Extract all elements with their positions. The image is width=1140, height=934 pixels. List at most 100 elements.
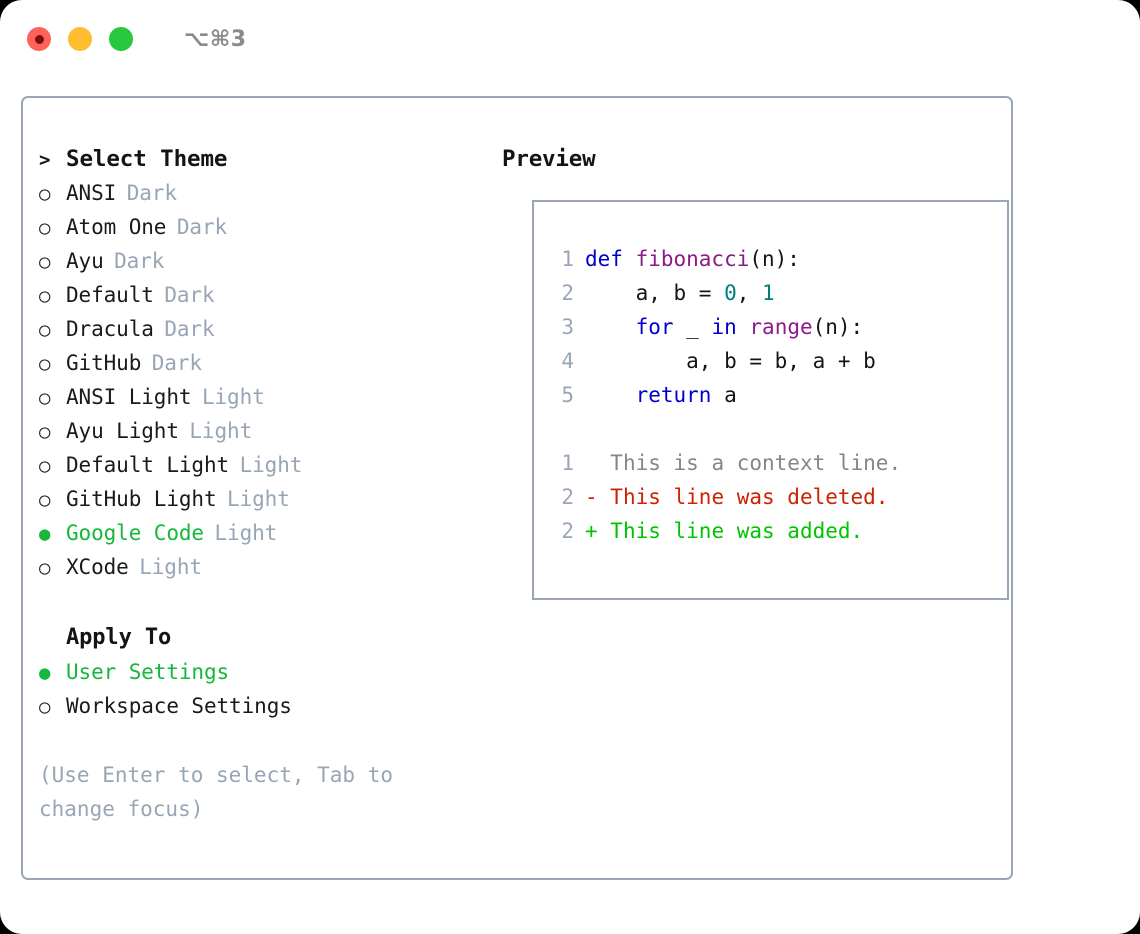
diff-line: 2+ This line was added. bbox=[546, 514, 901, 548]
theme-variant-badge: Light bbox=[189, 419, 253, 443]
line-number: 1 bbox=[561, 247, 574, 271]
preview-title: Preview bbox=[502, 146, 596, 172]
theme-list-item[interactable]: ○ XCode Light bbox=[39, 550, 469, 584]
window-titlebar: ⌥⌘3 bbox=[0, 0, 1140, 78]
apply-to-title: Apply To bbox=[66, 625, 172, 650]
radio-unselected-icon: ○ bbox=[39, 183, 51, 205]
diff-line: 2- This line was deleted. bbox=[546, 480, 901, 514]
keyboard-hint-text: (Use Enter to select, Tab to change focu… bbox=[39, 763, 406, 821]
code-line: 2 a, b = 0, 1 bbox=[546, 276, 901, 310]
close-window-button[interactable] bbox=[27, 27, 51, 51]
theme-name-label: ANSI bbox=[66, 181, 117, 205]
theme-name-label: Atom One bbox=[66, 215, 167, 239]
code-token: for bbox=[635, 315, 674, 339]
code-token: fibonacci bbox=[635, 247, 750, 271]
theme-variant-badge: Dark bbox=[176, 215, 228, 239]
radio-unselected-icon: ○ bbox=[39, 251, 51, 273]
theme-variant-badge: Light bbox=[214, 521, 278, 545]
theme-variant-badge: Light bbox=[201, 385, 265, 409]
theme-variant-badge: Dark bbox=[114, 249, 165, 273]
code-token: 1 bbox=[762, 281, 775, 305]
theme-variant-badge: Dark bbox=[164, 317, 215, 341]
radio-unselected-icon: ○ bbox=[39, 353, 51, 375]
diff-marker bbox=[585, 446, 610, 480]
section-spacer bbox=[39, 584, 469, 621]
code-token: def bbox=[585, 247, 636, 271]
code-token: range bbox=[749, 315, 813, 339]
apply-to-list-item[interactable]: ○ Workspace Settings bbox=[39, 689, 469, 723]
radio-selected-icon: ● bbox=[39, 523, 51, 545]
traffic-light-controls bbox=[27, 27, 133, 51]
radio-unselected-icon: ○ bbox=[39, 696, 51, 718]
radio-unselected-icon: ○ bbox=[39, 285, 51, 307]
code-line: 3 for _ in range(n): bbox=[546, 310, 901, 344]
code-token bbox=[585, 378, 636, 412]
radio-unselected-icon: ○ bbox=[39, 489, 51, 511]
radio-unselected-icon: ○ bbox=[39, 557, 51, 579]
theme-list-item[interactable]: ○ Default Dark bbox=[39, 278, 469, 312]
theme-name-label: XCode bbox=[66, 555, 129, 579]
theme-name-label: Ayu bbox=[66, 249, 104, 273]
code-token: (n): bbox=[812, 315, 864, 339]
line-number: 1 bbox=[561, 451, 574, 475]
theme-name-label: GitHub bbox=[66, 351, 142, 375]
theme-list-item[interactable]: ○ ANSI Light Light bbox=[39, 380, 469, 414]
code-token: return bbox=[635, 383, 712, 407]
theme-list-item[interactable]: ○ Ayu Dark bbox=[39, 244, 469, 278]
line-number: 5 bbox=[561, 383, 574, 407]
theme-name-label: ANSI Light bbox=[66, 385, 192, 409]
code-token bbox=[585, 310, 636, 344]
theme-list-item[interactable]: ○ Dracula Dark bbox=[39, 312, 469, 346]
maximize-window-button[interactable] bbox=[109, 27, 133, 51]
theme-variant-badge: Dark bbox=[126, 181, 177, 205]
radio-unselected-icon: ○ bbox=[39, 387, 51, 409]
diff-marker: - bbox=[585, 485, 611, 509]
theme-name-label: Ayu Light bbox=[66, 419, 179, 443]
code-token bbox=[737, 310, 750, 344]
theme-variant-badge: Light bbox=[227, 487, 290, 511]
theme-list-item[interactable]: ○ ANSI Dark bbox=[39, 176, 469, 210]
theme-list-item[interactable]: ○ GitHub Light Light bbox=[39, 482, 469, 516]
theme-picker-title-row: > Select Theme bbox=[39, 142, 469, 176]
diff-text: This is a context line. bbox=[610, 451, 902, 475]
code-blank-line bbox=[546, 412, 901, 446]
code-token: a, b = bbox=[585, 281, 725, 305]
code-token: 0 bbox=[724, 281, 737, 305]
radio-unselected-icon: ○ bbox=[39, 319, 51, 341]
diff-marker: + bbox=[585, 519, 611, 543]
theme-variant-badge: Dark bbox=[164, 283, 215, 307]
apply-to-label: User Settings bbox=[66, 660, 230, 684]
apply-to-list-item[interactable]: ●User Settings bbox=[39, 655, 469, 689]
diff-line: 1 This is a context line. bbox=[546, 446, 901, 480]
theme-name-label: GitHub Light bbox=[66, 487, 217, 511]
apply-to-label: Workspace Settings bbox=[66, 694, 292, 718]
radio-unselected-icon: ○ bbox=[39, 217, 51, 239]
line-number: 3 bbox=[561, 315, 574, 339]
line-number: 2 bbox=[561, 519, 574, 543]
theme-variant-badge: Light bbox=[139, 555, 202, 579]
code-token: a bbox=[711, 383, 737, 407]
code-token: in bbox=[711, 315, 737, 339]
theme-name-label: Default bbox=[66, 283, 154, 307]
line-number: 4 bbox=[561, 349, 574, 373]
radio-unselected-icon: ○ bbox=[39, 421, 51, 443]
theme-list-item[interactable]: ○ Atom One Dark bbox=[39, 210, 469, 244]
theme-list-item[interactable]: ○ Ayu Light Light bbox=[39, 414, 469, 448]
minimize-window-button[interactable] bbox=[68, 27, 92, 51]
theme-name-label: Dracula bbox=[66, 317, 154, 341]
code-token: a, b = b, a + b bbox=[585, 349, 876, 373]
line-number: 2 bbox=[561, 281, 574, 305]
spacer-icon bbox=[39, 621, 66, 655]
code-line: 4 a, b = b, a + b bbox=[546, 344, 901, 378]
apply-to-list[interactable]: ●User Settings ○ Workspace Settings bbox=[39, 655, 469, 723]
code-token: , bbox=[736, 281, 763, 305]
